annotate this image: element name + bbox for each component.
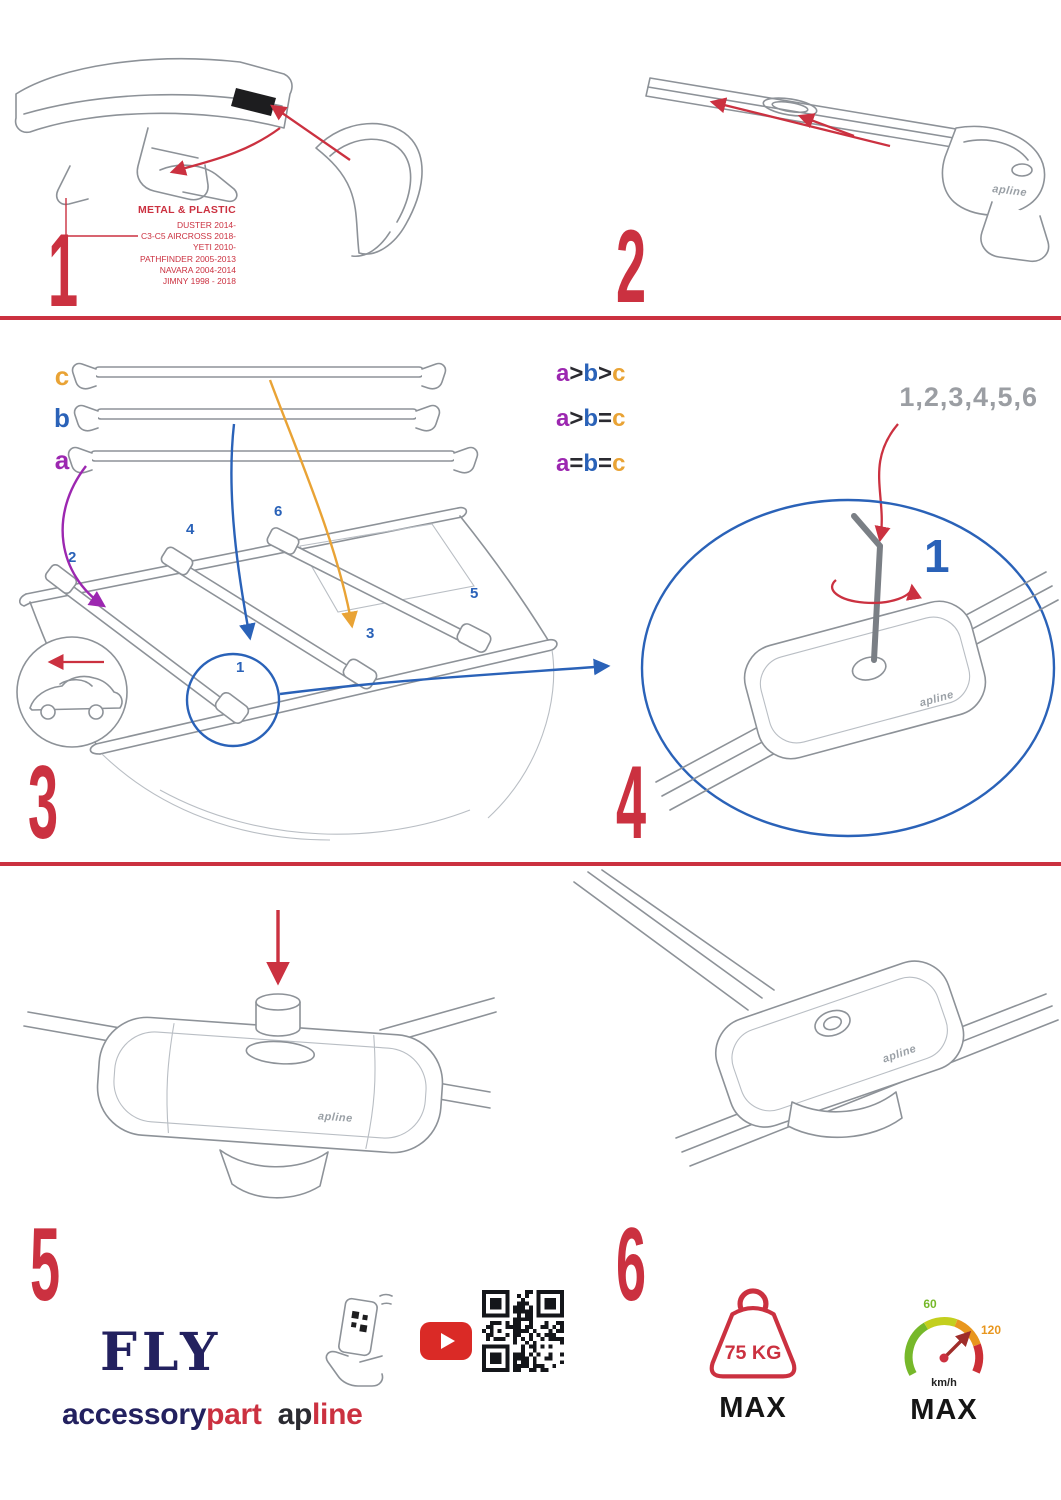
brand-ap: ap <box>277 1398 313 1431</box>
cover-to-bar-arrow <box>270 104 351 161</box>
section-divider <box>0 862 1061 866</box>
rule-letter-c: c <box>612 360 626 387</box>
speed-max-label: MAX <box>910 1394 978 1426</box>
apline-logo: apline <box>318 1110 354 1124</box>
step3-roof-layout-drawing: c b a <box>16 361 611 841</box>
rule-letter-b: b <box>583 405 599 432</box>
phone-scan-icon <box>325 1293 393 1387</box>
step5-knob-press-drawing: apline <box>23 910 497 1199</box>
weight-max-label: MAX <box>719 1392 787 1424</box>
model-item: C3-C5 AIRCROSS 2018- <box>141 231 236 242</box>
rule-op: > <box>569 360 584 387</box>
rule-row: a>b>c <box>556 360 625 388</box>
weight-max-icon: 75 KG <box>709 1288 797 1379</box>
step2-bar-insert-drawing: apline <box>645 77 1050 263</box>
step6-mounted-foot-drawing: apline <box>573 869 1059 1167</box>
step1-clamp-exploded-drawing <box>14 58 423 257</box>
crossbar-a <box>67 446 479 474</box>
speed-unit-label: km/h <box>931 1377 957 1389</box>
step2-number: 2 <box>616 209 647 325</box>
leader-line <box>65 198 138 237</box>
bar-label-a: a <box>55 445 70 475</box>
apline-logo: apline <box>992 183 1028 199</box>
bar-label-c: c <box>55 361 69 391</box>
rule-row: a=b=c <box>556 450 625 478</box>
model-item: PATHFINDER 2005-2013 <box>139 253 236 264</box>
rotate-arrow <box>830 579 922 605</box>
bar-c-guide-arrow <box>268 379 358 629</box>
step1-number: 1 <box>48 213 79 329</box>
rule-letter-b: b <box>583 450 599 477</box>
clamp-path-arrow <box>169 127 281 176</box>
step4-tighten-detail-drawing: 1,2,3,4,5,6 1 apline <box>640 382 1059 838</box>
weight-value: 75 KG <box>725 1342 782 1364</box>
model-item: JIMNY 1998 - 2018 <box>162 275 236 286</box>
youtube-icon <box>420 1322 472 1360</box>
rule-op: > <box>598 360 613 387</box>
rule-letter-a: a <box>556 360 570 387</box>
model-item: YETI 2010- <box>193 242 236 253</box>
step6-number: 6 <box>616 1207 647 1323</box>
rule-letter-a: a <box>556 405 570 432</box>
model-item: NAVARA 2004-2014 <box>159 264 236 275</box>
rule-op: = <box>598 450 613 477</box>
foot-highlight-circle <box>185 652 281 748</box>
tighten-sequence: 1,2,3,4,5,6 <box>899 382 1038 412</box>
brand-part: part <box>206 1398 262 1431</box>
rule-letter-c: c <box>612 450 626 477</box>
step4-number: 4 <box>616 745 647 861</box>
position-3: 3 <box>366 625 374 642</box>
first-position-label: 1 <box>924 530 950 582</box>
material-label: METAL & PLASTIC <box>137 204 236 216</box>
adjuster-knob <box>255 1001 301 1037</box>
sequence-arrow <box>874 423 899 543</box>
step1-compatibility-list: METAL & PLASTIC DUSTER 2014- C3-C5 AIRCR… <box>106 204 236 287</box>
car-front-direction-icon <box>16 636 128 748</box>
detail-callout-arrow <box>279 658 611 696</box>
speed-high-label: 120 <box>981 1323 1001 1337</box>
brand-fly: FLY <box>100 1322 223 1383</box>
section-divider <box>0 316 1061 320</box>
detail-circle <box>640 498 1056 838</box>
step5-number: 5 <box>30 1207 61 1323</box>
qr-code-icon <box>482 1290 564 1372</box>
slot-arrow <box>797 113 855 138</box>
brand-line: line <box>312 1398 363 1431</box>
model-item: DUSTER 2014- <box>176 219 236 230</box>
position-6: 6 <box>274 503 282 520</box>
crossbar-c <box>71 362 447 390</box>
bar-label-b: b <box>54 403 70 433</box>
rule-letter-c: c <box>612 405 626 432</box>
gauge-needle <box>942 1330 972 1360</box>
bar-b-guide-arrow <box>230 423 256 641</box>
car-roof-drawing <box>18 506 558 841</box>
bar-length-rules: a>b>c a>b=c a=b=c <box>556 360 625 478</box>
rule-op: = <box>598 405 613 432</box>
logo-patch <box>231 88 276 116</box>
allen-key-arm <box>851 513 883 549</box>
speedometer-icon: 60 120 km/h <box>904 1297 1001 1389</box>
crossbar-b <box>73 404 441 432</box>
position-4: 4 <box>186 521 195 538</box>
brand-accessory: accessory <box>62 1398 207 1431</box>
position-5: 5 <box>470 585 478 602</box>
step3-number: 3 <box>28 745 59 861</box>
bar-a-guide-arrow <box>61 465 107 608</box>
speed-low-label: 60 <box>923 1297 937 1311</box>
rule-op: = <box>569 450 584 477</box>
position-1: 1 <box>236 659 244 676</box>
rule-op: > <box>569 405 584 432</box>
rule-letter-b: b <box>583 360 599 387</box>
rule-letter-a: a <box>556 450 570 477</box>
position-2: 2 <box>68 549 76 566</box>
rule-row: a>b=c <box>556 405 625 433</box>
